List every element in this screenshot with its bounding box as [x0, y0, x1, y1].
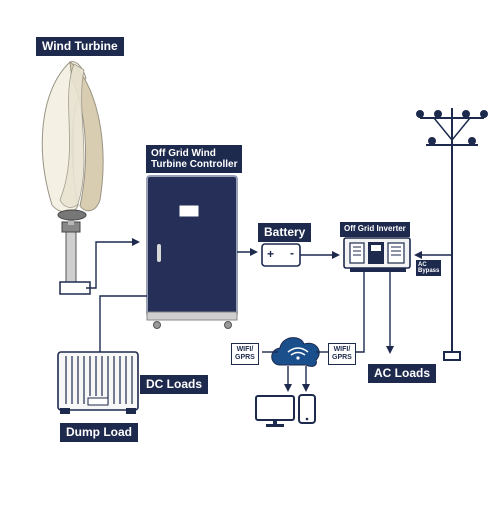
- ac-bypass-line1: AC: [418, 262, 427, 268]
- ac-bypass-label: AC Bypass: [416, 260, 442, 276]
- inverter-label: Off Grid Inverter: [340, 222, 410, 237]
- battery-label: Battery: [258, 223, 312, 243]
- controller-label-line1: Off Grid Wind: [151, 148, 216, 159]
- wind-turbine-label: Wind Turbine: [36, 37, 124, 57]
- controller-label: Off Grid Wind Turbine Controller: [146, 145, 243, 173]
- inverter-icon: [343, 237, 411, 272]
- phone-icon: [298, 394, 316, 424]
- dump-load-icon: [57, 351, 139, 414]
- cloud-wifi-icon: [271, 337, 320, 367]
- dump-load-label: Dump Load: [60, 423, 138, 443]
- battery-minus-sign: -: [290, 246, 294, 260]
- wind-turbine-icon: [41, 60, 104, 295]
- controller-cabinet-icon: [146, 175, 238, 329]
- wifi-gprs-right-tag: WIFI/ GPRS: [328, 343, 356, 365]
- controller-label-line2: Turbine Controller: [151, 159, 238, 170]
- utility-pole-icon: [416, 108, 488, 361]
- wifi-gprs-left-tag: WIFI/ GPRS: [231, 343, 259, 365]
- connection-lines: [86, 238, 452, 392]
- ac-bypass-line2: Bypass: [418, 268, 440, 274]
- monitor-icon: [255, 395, 295, 427]
- dc-loads-label: DC Loads: [140, 375, 209, 395]
- battery-plus-sign: +: [267, 247, 275, 261]
- ac-loads-label: AC Loads: [368, 364, 437, 384]
